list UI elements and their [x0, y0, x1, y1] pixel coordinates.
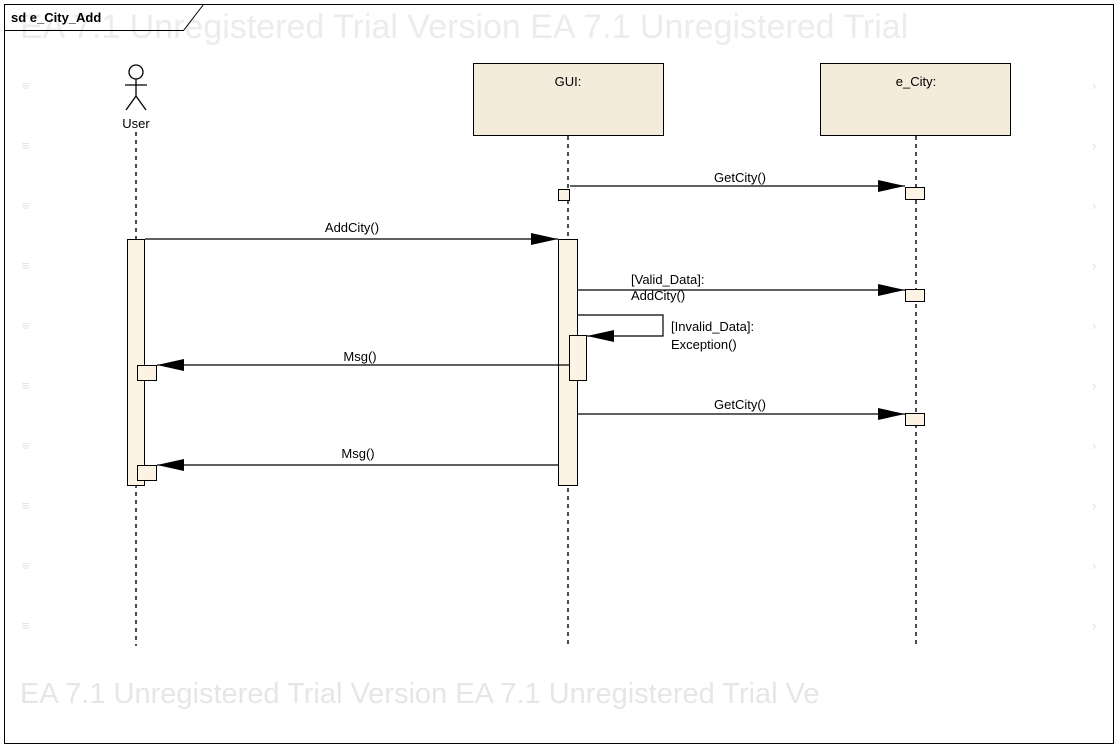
message-line: [578, 314, 664, 337]
message-msg-1[interactable]: Msg(): [157, 349, 569, 371]
message-label-line-1: [Valid_Data]:: [631, 272, 704, 287]
message-label-line-2: Exception(): [671, 337, 737, 352]
arrowhead-icon: [157, 359, 184, 371]
message-label: GetCity(): [714, 170, 766, 185]
diagram-frame: sd e_City_Add: [4, 4, 1114, 744]
lifeline-box-ecity: [820, 63, 1011, 136]
arrowhead-icon: [878, 180, 905, 192]
lifeline-head-gui[interactable]: GUI:: [473, 63, 664, 136]
frame-border: [4, 4, 1114, 744]
svg-text:›: ›: [1092, 618, 1096, 633]
activation-gui-nested[interactable]: [569, 335, 587, 381]
execution-ecity-getcity-1[interactable]: [905, 187, 925, 200]
svg-text:›: ›: [1092, 78, 1096, 93]
lifeline-label-gui: GUI:: [555, 74, 582, 89]
svg-text:›: ›: [1092, 258, 1096, 273]
actor-user[interactable]: User: [122, 64, 150, 131]
svg-text:≡: ≡: [22, 318, 30, 333]
svg-text:›: ›: [1092, 198, 1096, 213]
execution-user-msg-1[interactable]: [137, 365, 157, 381]
arrowhead-icon: [531, 233, 558, 245]
frame-tab: [4, 4, 204, 31]
stick-figure-icon: [125, 64, 147, 111]
svg-text:›: ›: [1092, 318, 1096, 333]
svg-text:≡: ≡: [22, 558, 30, 573]
svg-text:≡: ≡: [22, 618, 30, 633]
svg-text:›: ›: [1092, 378, 1096, 393]
lifeline-label-ecity: e_City:: [896, 74, 936, 89]
svg-text:≡: ≡: [22, 378, 30, 393]
message-valid-addcity[interactable]: [Valid_Data]: AddCity(): [578, 272, 905, 303]
message-msg-2[interactable]: Msg(): [157, 446, 558, 471]
arrowhead-icon: [587, 330, 614, 342]
watermark-layer: EA 7.1 Unregistered Trial Version EA 7.1…: [20, 8, 1096, 710]
svg-text:›: ›: [1092, 138, 1096, 153]
execution-user-msg-2[interactable]: [137, 465, 157, 481]
message-label: Msg(): [341, 446, 374, 461]
watermark-right-marks: › › › › › › › › › ›: [1092, 78, 1096, 633]
message-label: Msg(): [343, 349, 376, 364]
watermark-bottom: EA 7.1 Unregistered Trial Version EA 7.1…: [20, 678, 820, 710]
svg-text:≡: ≡: [22, 138, 30, 153]
svg-text:≡: ≡: [22, 258, 30, 273]
message-getcity-2[interactable]: GetCity(): [578, 397, 905, 420]
message-invalid-exception[interactable]: [Invalid_Data]: Exception(): [578, 314, 754, 352]
message-getcity-1[interactable]: GetCity(): [570, 170, 905, 192]
activation-user[interactable]: [127, 239, 145, 486]
svg-text:›: ›: [1092, 498, 1096, 513]
arrowhead-icon: [157, 459, 184, 471]
execution-ecity-getcity-2[interactable]: [905, 413, 925, 426]
watermark-top: EA 7.1 Unregistered Trial Version EA 7.1…: [20, 8, 908, 46]
svg-text:≡: ≡: [22, 78, 30, 93]
message-label-line-2: AddCity(): [631, 288, 685, 303]
frame-title: sd e_City_Add: [11, 10, 101, 25]
message-addcity[interactable]: AddCity(): [145, 220, 558, 245]
arrowhead-icon: [878, 408, 905, 420]
execution-gui-getcity[interactable]: [558, 189, 570, 201]
svg-text:≡: ≡: [22, 198, 30, 213]
actor-user-label: User: [122, 116, 150, 131]
svg-text:›: ›: [1092, 558, 1096, 573]
execution-ecity-addcity[interactable]: [905, 289, 925, 302]
message-label: GetCity(): [714, 397, 766, 412]
svg-text:≡: ≡: [22, 498, 30, 513]
watermark-left-marks: ≡ ≡ ≡ ≡ ≡ ≡ ≡ ≡ ≡ ≡: [22, 78, 30, 633]
svg-text:›: ›: [1092, 438, 1096, 453]
arrowhead-icon: [878, 284, 905, 296]
svg-text:≡: ≡: [22, 438, 30, 453]
lifeline-head-ecity[interactable]: e_City:: [820, 63, 1011, 136]
message-label-line-1: [Invalid_Data]:: [671, 319, 754, 334]
lifeline-box-gui: [473, 63, 664, 136]
message-label: AddCity(): [325, 220, 379, 235]
